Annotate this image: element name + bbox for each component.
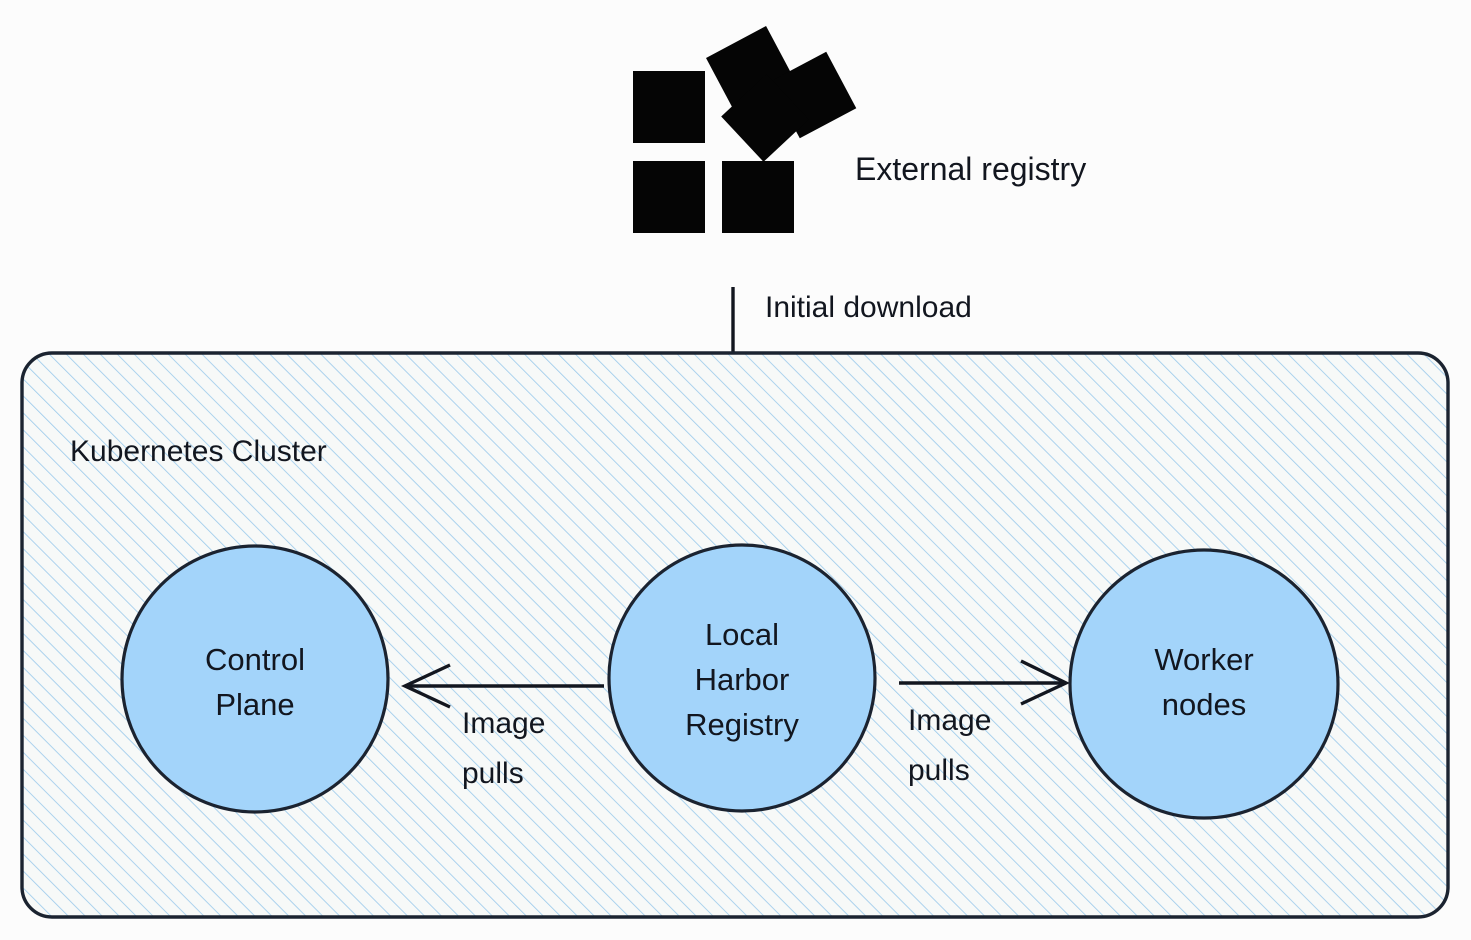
edge-image-pulls-worker-nodes — [899, 659, 1070, 706]
node-control-plane[interactable]: Control Plane — [120, 544, 390, 814]
control-plane-circle[interactable] — [120, 544, 390, 814]
control-plane-label-line-2: Plane — [215, 687, 294, 722]
image-pulls-right-label-line-2: pulls — [908, 754, 970, 787]
local-harbor-registry-label-line-1: Local — [705, 617, 779, 652]
external-registry-icon — [633, 26, 857, 233]
worker-nodes-circle[interactable] — [1068, 548, 1340, 820]
local-harbor-registry-label-line-3: Registry — [685, 707, 799, 742]
node-local-harbor-registry[interactable]: Local Harbor Registry — [607, 543, 877, 813]
image-pulls-right-arrowhead — [1020, 659, 1070, 706]
node-worker-nodes[interactable]: Worker nodes — [1068, 548, 1340, 820]
initial-download-label: Initial download — [765, 291, 972, 324]
image-pulls-left-label-line-1: Image — [462, 707, 545, 740]
image-pulls-right-label-line-1: Image — [908, 704, 991, 737]
image-pulls-left-arrowhead — [400, 663, 451, 709]
control-plane-label-line-1: Control — [205, 642, 305, 677]
registry-square-top-left — [633, 71, 705, 143]
local-harbor-registry-label-line-2: Harbor — [695, 662, 790, 697]
edge-image-pulls-control-plane — [400, 663, 604, 709]
local-harbor-registry-circle[interactable] — [607, 543, 877, 813]
image-pulls-left-label-line-2: pulls — [462, 757, 524, 790]
external-registry-label: External registry — [855, 151, 1086, 187]
kubernetes-cluster-label: Kubernetes Cluster — [70, 435, 327, 468]
worker-nodes-label-line-1: Worker — [1154, 642, 1253, 677]
registry-square-bottom-right — [722, 161, 794, 233]
cluster-box-border — [20, 351, 1450, 919]
registry-square-bottom-left — [633, 161, 705, 233]
registry-square-rotated-center — [721, 74, 809, 162]
worker-nodes-label-line-2: nodes — [1162, 687, 1246, 722]
